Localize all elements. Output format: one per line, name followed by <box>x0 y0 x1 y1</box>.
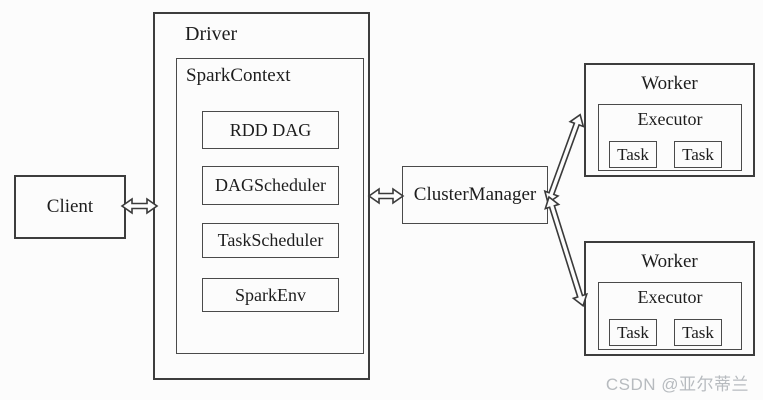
driver-clustermanager-arrow <box>367 187 405 205</box>
executor-box: Executor Task Task <box>598 104 742 171</box>
dagscheduler-box: DAGScheduler <box>202 166 339 205</box>
driver-box: Driver SparkContext RDD DAG DAGScheduler… <box>153 12 370 380</box>
task-box: Task <box>609 319 657 346</box>
client-box: Client <box>14 175 126 239</box>
sparkenv-box: SparkEnv <box>202 278 339 312</box>
clustermanager-worker-bottom-arrow <box>544 195 589 308</box>
csdn-watermark: CSDN @亚尔蒂兰 <box>605 375 749 394</box>
worker-label: Worker <box>641 73 698 94</box>
rdd-dag-box: RDD DAG <box>202 111 339 149</box>
worker-box-bottom: Worker Executor Task Task <box>584 241 755 356</box>
driver-label: Driver <box>185 23 238 45</box>
task-box: Task <box>674 319 722 346</box>
sparkcontext-box: SparkContext RDD DAG DAGScheduler TaskSc… <box>176 58 364 354</box>
clustermanager-box: ClusterManager <box>402 166 548 224</box>
worker-label: Worker <box>641 251 698 272</box>
worker-box-top: Worker Executor Task Task <box>584 63 755 177</box>
executor-label: Executor <box>637 287 703 307</box>
client-driver-arrow <box>120 197 159 215</box>
clustermanager-worker-top-arrow <box>543 113 585 205</box>
task-box: Task <box>609 141 657 168</box>
executor-label: Executor <box>637 109 703 129</box>
task-box: Task <box>674 141 722 168</box>
clustermanager-label: ClusterManager <box>413 184 537 205</box>
client-label: Client <box>46 196 94 217</box>
sparkcontext-label: SparkContext <box>186 65 291 86</box>
executor-box: Executor Task Task <box>598 282 742 350</box>
taskscheduler-box: TaskScheduler <box>202 223 339 258</box>
